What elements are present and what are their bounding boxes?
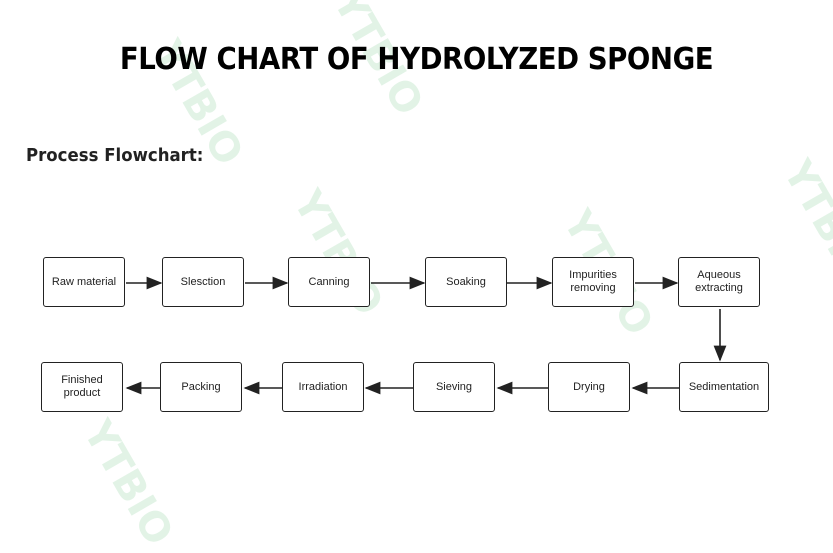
section-heading: Process Flowchart: bbox=[26, 145, 204, 166]
step-sieving: Sieving bbox=[413, 362, 495, 412]
step-soaking: Soaking bbox=[425, 257, 507, 307]
step-raw-material: Raw material bbox=[43, 257, 125, 307]
step-impurities-removing: Impurities removing bbox=[552, 257, 634, 307]
step-drying: Drying bbox=[548, 362, 630, 412]
step-finished-product: Finished product bbox=[41, 362, 123, 412]
step-slesction: Slesction bbox=[162, 257, 244, 307]
step-irradiation: Irradiation bbox=[282, 362, 364, 412]
page-title: FLOW CHART OF HYDROLYZED SPONGE bbox=[119, 42, 714, 77]
flow-arrows bbox=[125, 276, 727, 395]
step-sedimentation: Sedimentation bbox=[679, 362, 769, 412]
step-packing: Packing bbox=[160, 362, 242, 412]
step-aqueous-extracting: Aqueous extracting bbox=[678, 257, 760, 307]
step-canning: Canning bbox=[288, 257, 370, 307]
